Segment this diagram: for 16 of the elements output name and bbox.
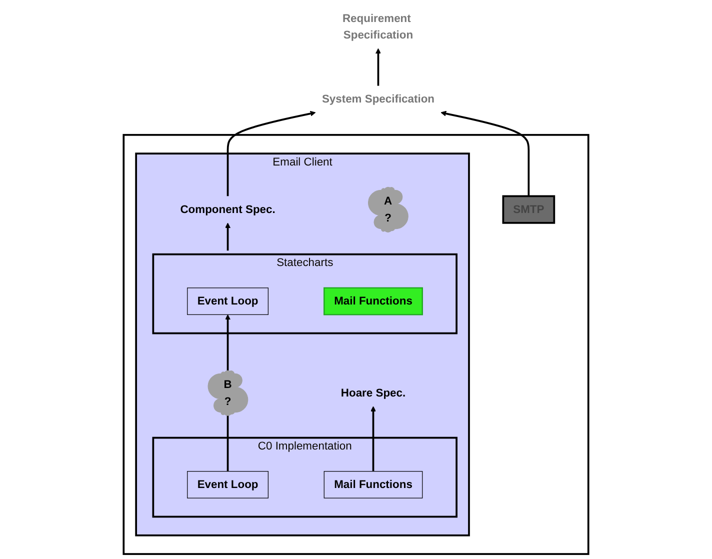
- arrow: [225, 314, 231, 371]
- node-text: System Specification: [322, 92, 435, 106]
- node-box: Mail Functions: [324, 287, 423, 316]
- connector: [226, 415, 229, 472]
- node-text: Requirement Specification: [342, 12, 414, 42]
- node-box: Event Loop: [187, 288, 268, 315]
- node-text: Component Spec.: [180, 203, 276, 216]
- arrow: [370, 406, 376, 472]
- node-box: Mail Functions: [324, 471, 423, 498]
- arrow: [376, 48, 381, 86]
- node-box: Event Loop: [187, 471, 268, 498]
- arrow: [226, 110, 316, 196]
- arrow: [225, 222, 231, 251]
- arrow: [440, 110, 530, 196]
- cluster: [122, 134, 590, 555]
- node-text: Hoare Spec.: [340, 386, 406, 399]
